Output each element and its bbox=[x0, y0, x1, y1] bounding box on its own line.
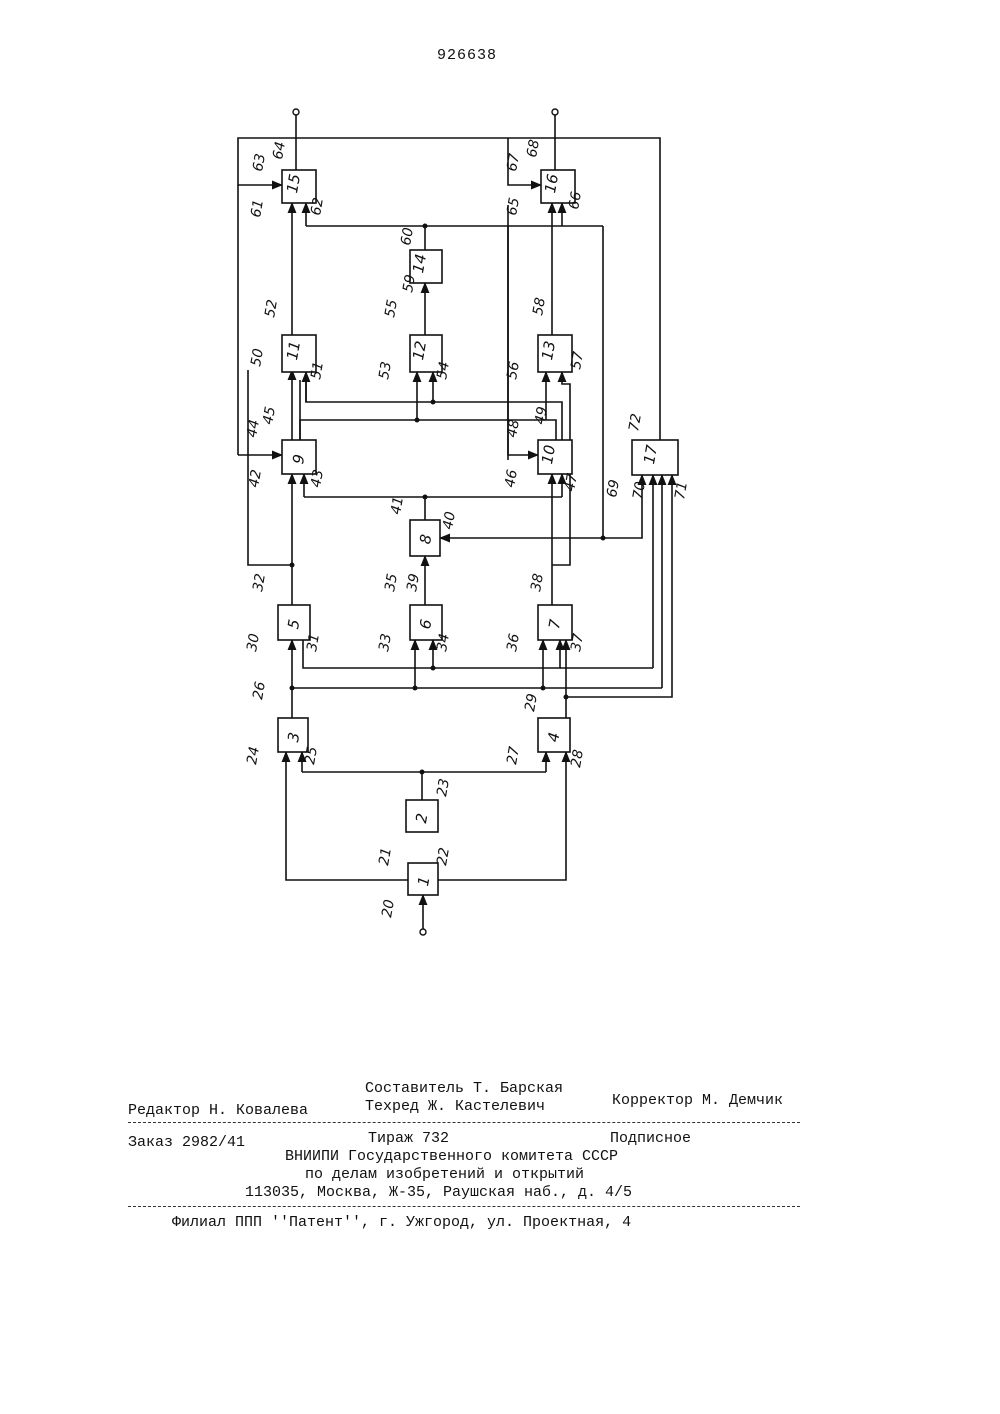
block-2: 2 bbox=[406, 800, 438, 832]
block-1: 1 bbox=[408, 863, 438, 895]
port-label: 23 bbox=[434, 777, 453, 797]
branch-address: Филиал ППП ''Патент'', г. Ужгород, ул. П… bbox=[172, 1214, 631, 1231]
port-label: 26 bbox=[250, 680, 269, 700]
port-label: 58 bbox=[530, 296, 549, 316]
port-label: 60 bbox=[398, 226, 417, 246]
port-label: 66 bbox=[566, 190, 585, 210]
block-4: 4 bbox=[538, 718, 570, 752]
port-label: 55 bbox=[382, 298, 401, 318]
port-label: 32 bbox=[250, 572, 269, 592]
port-label: 43 bbox=[308, 468, 327, 488]
port-label: 70 bbox=[630, 480, 649, 500]
block-diagram: 1 2 3 4 5 6 7 8 9 10 11 12 13 14 15 16 1… bbox=[0, 0, 1000, 1000]
techred-credit: Техред Ж. Кастелевич bbox=[365, 1098, 545, 1115]
port-label: 68 bbox=[524, 138, 543, 158]
block-17: 17 bbox=[632, 440, 678, 475]
organization-line-1: ВНИИПИ Государственного комитета СССР bbox=[285, 1148, 618, 1165]
port-label: 27 bbox=[504, 745, 523, 765]
port-label: 46 bbox=[502, 468, 521, 488]
port-label: 72 bbox=[626, 412, 645, 432]
port-label: 52 bbox=[262, 298, 281, 318]
port-label: 62 bbox=[308, 196, 327, 216]
subscription-note: Подписное bbox=[610, 1130, 691, 1147]
editor-credit: Редактор Н. Ковалева bbox=[128, 1102, 308, 1119]
port-label: 29 bbox=[522, 692, 541, 712]
port-label: 28 bbox=[568, 748, 587, 768]
port-label: 25 bbox=[302, 745, 321, 765]
port-label: 50 bbox=[248, 347, 267, 367]
port-label: 45 bbox=[260, 405, 279, 425]
port-label: 21 bbox=[376, 846, 395, 866]
port-label: 35 bbox=[382, 572, 401, 592]
port-label: 61 bbox=[248, 198, 267, 218]
port-label: 38 bbox=[528, 572, 547, 592]
block-number: 13 bbox=[538, 340, 559, 362]
port-label: 56 bbox=[504, 360, 523, 380]
organization-address: 113035, Москва, Ж-35, Раушская наб., д. … bbox=[245, 1184, 632, 1201]
port-label: 20 bbox=[379, 898, 398, 918]
block-5: 5 bbox=[278, 605, 310, 640]
dashed-divider bbox=[128, 1206, 800, 1207]
port-label: 48 bbox=[504, 418, 523, 438]
circulation: Тираж 732 bbox=[368, 1130, 449, 1147]
block-number: 10 bbox=[538, 444, 559, 466]
port-label: 24 bbox=[244, 745, 263, 765]
order-number: Заказ 2982/41 bbox=[128, 1134, 245, 1151]
block-3: 3 bbox=[278, 718, 308, 752]
port-label: 34 bbox=[434, 632, 453, 652]
port-label: 37 bbox=[568, 632, 587, 652]
port-label: 64 bbox=[270, 140, 289, 160]
port-label: 30 bbox=[244, 632, 263, 652]
block-7: 7 bbox=[538, 605, 572, 640]
port-label: 40 bbox=[440, 510, 459, 530]
port-label: 69 bbox=[604, 478, 623, 498]
port-label: 59 bbox=[400, 273, 419, 293]
port-label: 39 bbox=[404, 572, 423, 592]
port-label: 33 bbox=[376, 632, 395, 652]
port-label: 51 bbox=[308, 360, 327, 380]
port-label: 36 bbox=[504, 632, 523, 652]
block-number: 11 bbox=[283, 340, 304, 362]
port-label: 41 bbox=[388, 495, 407, 515]
port-label: 47 bbox=[562, 472, 581, 492]
port-label: 53 bbox=[376, 360, 395, 380]
compiler-credit: Составитель Т. Барская bbox=[365, 1080, 563, 1097]
block-number: 14 bbox=[409, 253, 430, 275]
port-label: 71 bbox=[672, 480, 691, 500]
block-number: 16 bbox=[541, 173, 562, 195]
block-number: 12 bbox=[409, 340, 430, 362]
organization-line-2: по делам изобретений и открытий bbox=[305, 1166, 584, 1183]
port-label: 54 bbox=[434, 360, 453, 380]
port-label: 65 bbox=[504, 196, 523, 216]
corrector-credit: Корректор М. Демчик bbox=[612, 1092, 783, 1109]
port-label: 31 bbox=[304, 632, 323, 652]
block-number: 17 bbox=[640, 443, 661, 465]
port-label: 49 bbox=[532, 405, 551, 425]
port-label: 22 bbox=[434, 846, 453, 866]
block-10: 10 bbox=[538, 440, 572, 474]
port-label: 42 bbox=[246, 468, 265, 488]
port-label: 57 bbox=[568, 350, 587, 370]
dashed-divider bbox=[128, 1122, 800, 1123]
block-8: 8 bbox=[410, 520, 440, 556]
port-label: 63 bbox=[250, 152, 269, 172]
port-label: 67 bbox=[504, 152, 523, 172]
block-13: 13 bbox=[538, 335, 572, 372]
block-number: 15 bbox=[283, 173, 304, 195]
